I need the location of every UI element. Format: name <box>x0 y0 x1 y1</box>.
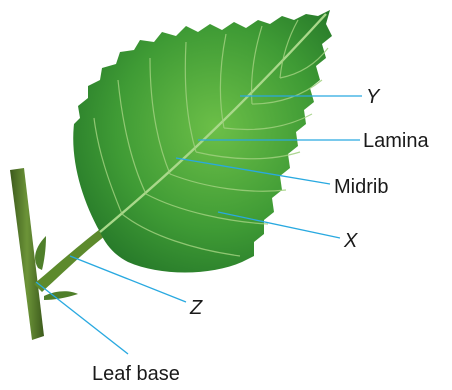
label-leaf-base: Leaf base <box>92 363 180 385</box>
label-midrib: Midrib <box>334 176 388 198</box>
stipule <box>35 236 46 270</box>
label-lamina: Lamina <box>363 130 429 152</box>
label-z: Z <box>189 297 203 319</box>
pointer-leaf-base <box>36 282 128 354</box>
label-y: Y <box>366 86 381 108</box>
petiole <box>34 226 110 292</box>
label-x: X <box>343 230 358 252</box>
